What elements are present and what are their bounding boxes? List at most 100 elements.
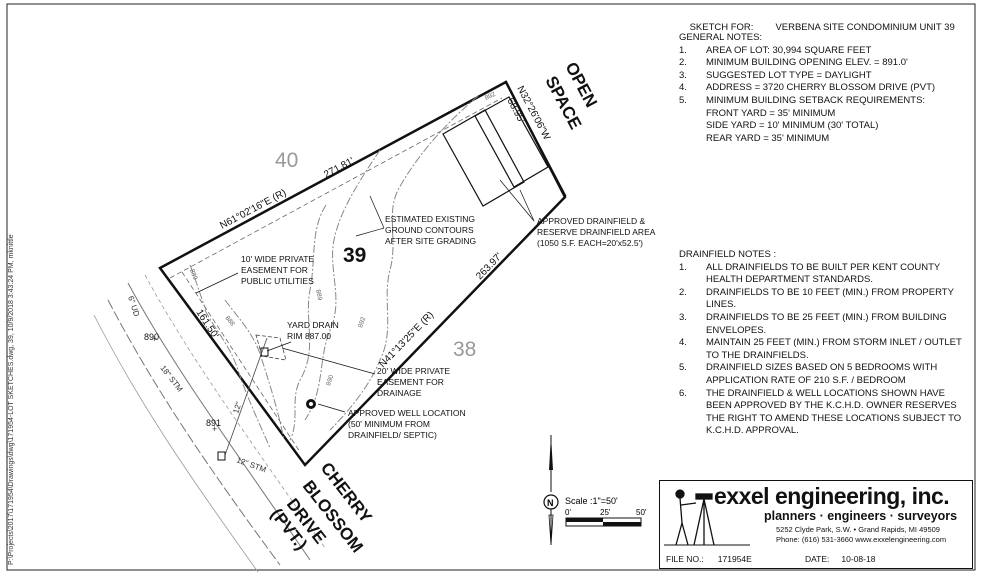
distance-south-line: 263.97' bbox=[474, 251, 505, 282]
drainfield-notes-heading: DRAINFIELD NOTES : bbox=[679, 249, 777, 260]
lot-boundary bbox=[158, 80, 567, 467]
road-edge-1 bbox=[127, 282, 311, 561]
date-row: DATE: 10-08-18 bbox=[805, 554, 875, 564]
adjacent-lot-40: 40 bbox=[275, 149, 298, 172]
rear-lot-line bbox=[505, 81, 567, 197]
sketch-label: SKETCH FOR: bbox=[689, 21, 754, 33]
spot-elev-891: 891 bbox=[206, 418, 221, 428]
reserve-drainfield bbox=[474, 96, 549, 188]
utility-easement-note-2: EASEMENT FOR bbox=[241, 265, 308, 275]
road-edge-2 bbox=[93, 314, 259, 573]
utility-easement-leader bbox=[195, 272, 239, 294]
yard-drain-note-1: YARD DRAIN bbox=[287, 320, 339, 330]
contours-note-3: AFTER SITE GRADING bbox=[385, 236, 476, 246]
contour-888 bbox=[204, 309, 271, 449]
setback-front: FRONT YARD = 35' MINIMUM bbox=[706, 107, 836, 119]
distance-front-line: 161.50' bbox=[193, 308, 220, 341]
lot-number: 39 bbox=[343, 244, 366, 267]
general-note-item: 2.MINIMUM BUILDING OPENING ELEV. = 891.0… bbox=[679, 57, 908, 69]
utility-easement-note-3: PUBLIC UTILITIES bbox=[241, 276, 314, 286]
spot-elev-890-mark: + bbox=[152, 334, 157, 344]
drainfield-leader bbox=[499, 179, 535, 222]
company-name: exxel engineering, inc. bbox=[714, 483, 950, 509]
spot-elev-891-mark: + bbox=[212, 424, 217, 434]
drainfield-note-item: 4.MAINTAIN 25 FEET (MIN.) FROM STORM INL… bbox=[679, 337, 962, 361]
general-note-item: 4.ADDRESS = 3720 CHERRY BLOSSOM DRIVE (P… bbox=[679, 82, 936, 94]
contour-leader bbox=[355, 227, 385, 237]
file-no-row: FILE NO.:171954E bbox=[666, 554, 752, 564]
adjacent-lot-38: 38 bbox=[453, 338, 476, 361]
general-note-item: 1.AREA OF LOT: 30,994 SQUARE FEET bbox=[679, 44, 872, 56]
spot-elev-890: 890 bbox=[144, 332, 159, 342]
sketch-header: SKETCH FOR: VERBENA SITE CONDOMINIUM UNIT… bbox=[679, 9, 955, 47]
storm-pipe-12 bbox=[224, 337, 268, 456]
scale-tick-50: 50' bbox=[636, 508, 647, 517]
scale-label: Scale :1"=50' bbox=[565, 496, 618, 506]
well-note-2: (50' MINIMUM FROM bbox=[348, 419, 430, 429]
general-note-item: 5.MINIMUM BUILDING SETBACK REQUIREMENTS: bbox=[679, 94, 926, 106]
road-centerline bbox=[107, 299, 281, 566]
setback-side: SIDE YARD = 10' MINIMUM (30' TOTAL) bbox=[706, 120, 879, 132]
drainage-easement-note-1: 20' WIDE PRIVATE bbox=[377, 366, 450, 376]
general-notes: GENERAL NOTES: 1.AREA OF LOT: 30,994 SQU… bbox=[679, 32, 969, 145]
drainage-easement-leader bbox=[281, 347, 376, 375]
contour-890 bbox=[289, 204, 327, 441]
company-address: 5252 Clyde Park, S.W. • Grand Rapids, MI… bbox=[776, 525, 940, 534]
drainfield-note-item: 3.DRAINFIELDS TO BE 25 FEET (MIN.) FROM … bbox=[679, 311, 947, 336]
yard-drain-note-2: RIM 887.00 bbox=[287, 331, 331, 341]
setback-rear: REAR YARD = 35' MINIMUM bbox=[706, 132, 830, 144]
company-contact: Phone: (616) 531-3660 www.exxelengineeri… bbox=[776, 535, 947, 544]
contour-892 bbox=[329, 95, 479, 431]
contour-label: 889 bbox=[188, 268, 198, 281]
title-block: exxel engineering, inc. planners · engin… bbox=[659, 480, 973, 569]
scale-bar: Scale :1"=50' 0' 25' 50' bbox=[565, 496, 647, 527]
sheet-border bbox=[6, 3, 976, 571]
surveyor-logo-icon bbox=[664, 489, 750, 546]
date-label: DATE: bbox=[805, 554, 830, 564]
yard-drain-leader bbox=[266, 341, 292, 352]
contour-889 bbox=[224, 299, 285, 441]
drainfield-note-item: 2.DRAINFIELDS TO BE 10 FEET (MIN.) FROM … bbox=[679, 286, 954, 311]
front-setback-line bbox=[181, 271, 301, 453]
drainage-easement-box bbox=[255, 334, 287, 361]
well-note-1: APPROVED WELL LOCATION bbox=[348, 408, 466, 418]
contour-label: 892 bbox=[357, 316, 367, 329]
contour-891 bbox=[304, 149, 381, 421]
contour-label: 888 bbox=[223, 315, 236, 328]
drainfield-note-item: 1.ALL DRAINFIELDS TO BE BUILT PER KENT C… bbox=[679, 261, 941, 286]
distance-north-line: 271.81' bbox=[322, 156, 356, 181]
drainfield-note-item: 6.THE DRAINFIELD & WELL LOCATIONS SHOWN … bbox=[679, 387, 962, 437]
catch-basin bbox=[217, 451, 226, 461]
approved-drainfield bbox=[442, 109, 525, 207]
north-arrow: N bbox=[543, 435, 559, 546]
underdrain-line bbox=[144, 274, 326, 549]
scale-tick-0: 0' bbox=[565, 508, 571, 517]
contour-label: 892 bbox=[484, 91, 497, 102]
general-note-item: 3.SUGGESTED LOT TYPE = DAYLIGHT bbox=[679, 69, 872, 81]
drainfield-note-2: RESERVE DRAINFIELD AREA bbox=[537, 227, 656, 237]
drainage-easement-note-2: EASEMENT FOR bbox=[377, 377, 444, 387]
contours-note-1: ESTIMATED EXISTING bbox=[385, 214, 475, 224]
file-no-label: FILE NO.: bbox=[666, 554, 704, 564]
company-tagline: planners · engineers · surveyors bbox=[764, 509, 958, 523]
drainage-easement-note-3: DRAINAGE bbox=[377, 388, 422, 398]
contours-note-2: GROUND CONTOURS bbox=[385, 225, 474, 235]
sketch-title: VERBENA SITE CONDOMINIUM UNIT 39 bbox=[775, 21, 955, 33]
drainfield-note-item: 5.DRAINFIELD SIZES BASED ON 5 BEDROOMS W… bbox=[679, 362, 938, 386]
contour-label: 890 bbox=[325, 374, 335, 387]
drainfield-notes: DRAINFIELD NOTES : 1.ALL DRAINFIELDS TO … bbox=[679, 249, 967, 438]
file-path-text: P:\Projects\2017\171954\Drawings\dwg\171… bbox=[8, 234, 15, 565]
contour-label: 889 bbox=[314, 289, 323, 301]
well-leader bbox=[317, 403, 346, 413]
scale-tick-25: 25' bbox=[600, 508, 611, 517]
drainfield-note-1: APPROVED DRAINFIELD & bbox=[537, 216, 645, 226]
pipe-label-ud: 6" UD bbox=[126, 295, 141, 318]
pipe-label-12: 12" bbox=[231, 401, 243, 415]
date-value: 10-08-18 bbox=[841, 554, 876, 564]
utility-easement-line bbox=[169, 97, 503, 279]
drainfield-note-3: (1050 S.F. EACH=20'x52.5') bbox=[537, 238, 643, 248]
general-notes-heading: GENERAL NOTES: bbox=[679, 32, 763, 43]
utility-easement-note-1: 10' WIDE PRIVATE bbox=[241, 254, 314, 264]
